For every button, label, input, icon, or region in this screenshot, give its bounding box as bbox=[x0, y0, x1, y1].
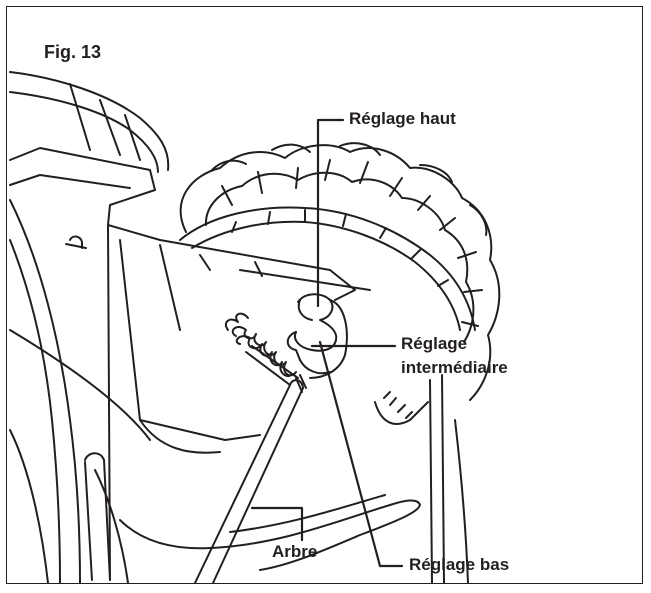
shaft-label: Arbre bbox=[272, 542, 318, 561]
bottom-deflector bbox=[209, 494, 421, 571]
spring bbox=[224, 312, 299, 386]
figure-title: Fig. 13 bbox=[44, 42, 102, 62]
hopper-body bbox=[9, 71, 371, 584]
figure-border bbox=[6, 6, 643, 584]
middle-setting-label-line2: intermédiaire bbox=[401, 358, 508, 377]
leader-shaft bbox=[250, 506, 304, 542]
wheel-rim bbox=[179, 206, 476, 425]
shaft-rods bbox=[194, 374, 307, 584]
top-setting-label: Réglage haut bbox=[349, 109, 456, 128]
front-frame bbox=[9, 429, 211, 584]
leader-top-setting bbox=[316, 118, 345, 308]
callout-leaders bbox=[250, 118, 404, 568]
wheel-tire bbox=[179, 142, 501, 401]
low-setting-label: Réglage bas bbox=[409, 555, 510, 574]
middle-setting-label-line1: Réglage bbox=[401, 334, 468, 353]
height-adjust-bracket bbox=[286, 293, 348, 379]
leader-low-setting bbox=[318, 340, 404, 568]
wheel-axle-rods bbox=[429, 374, 469, 584]
